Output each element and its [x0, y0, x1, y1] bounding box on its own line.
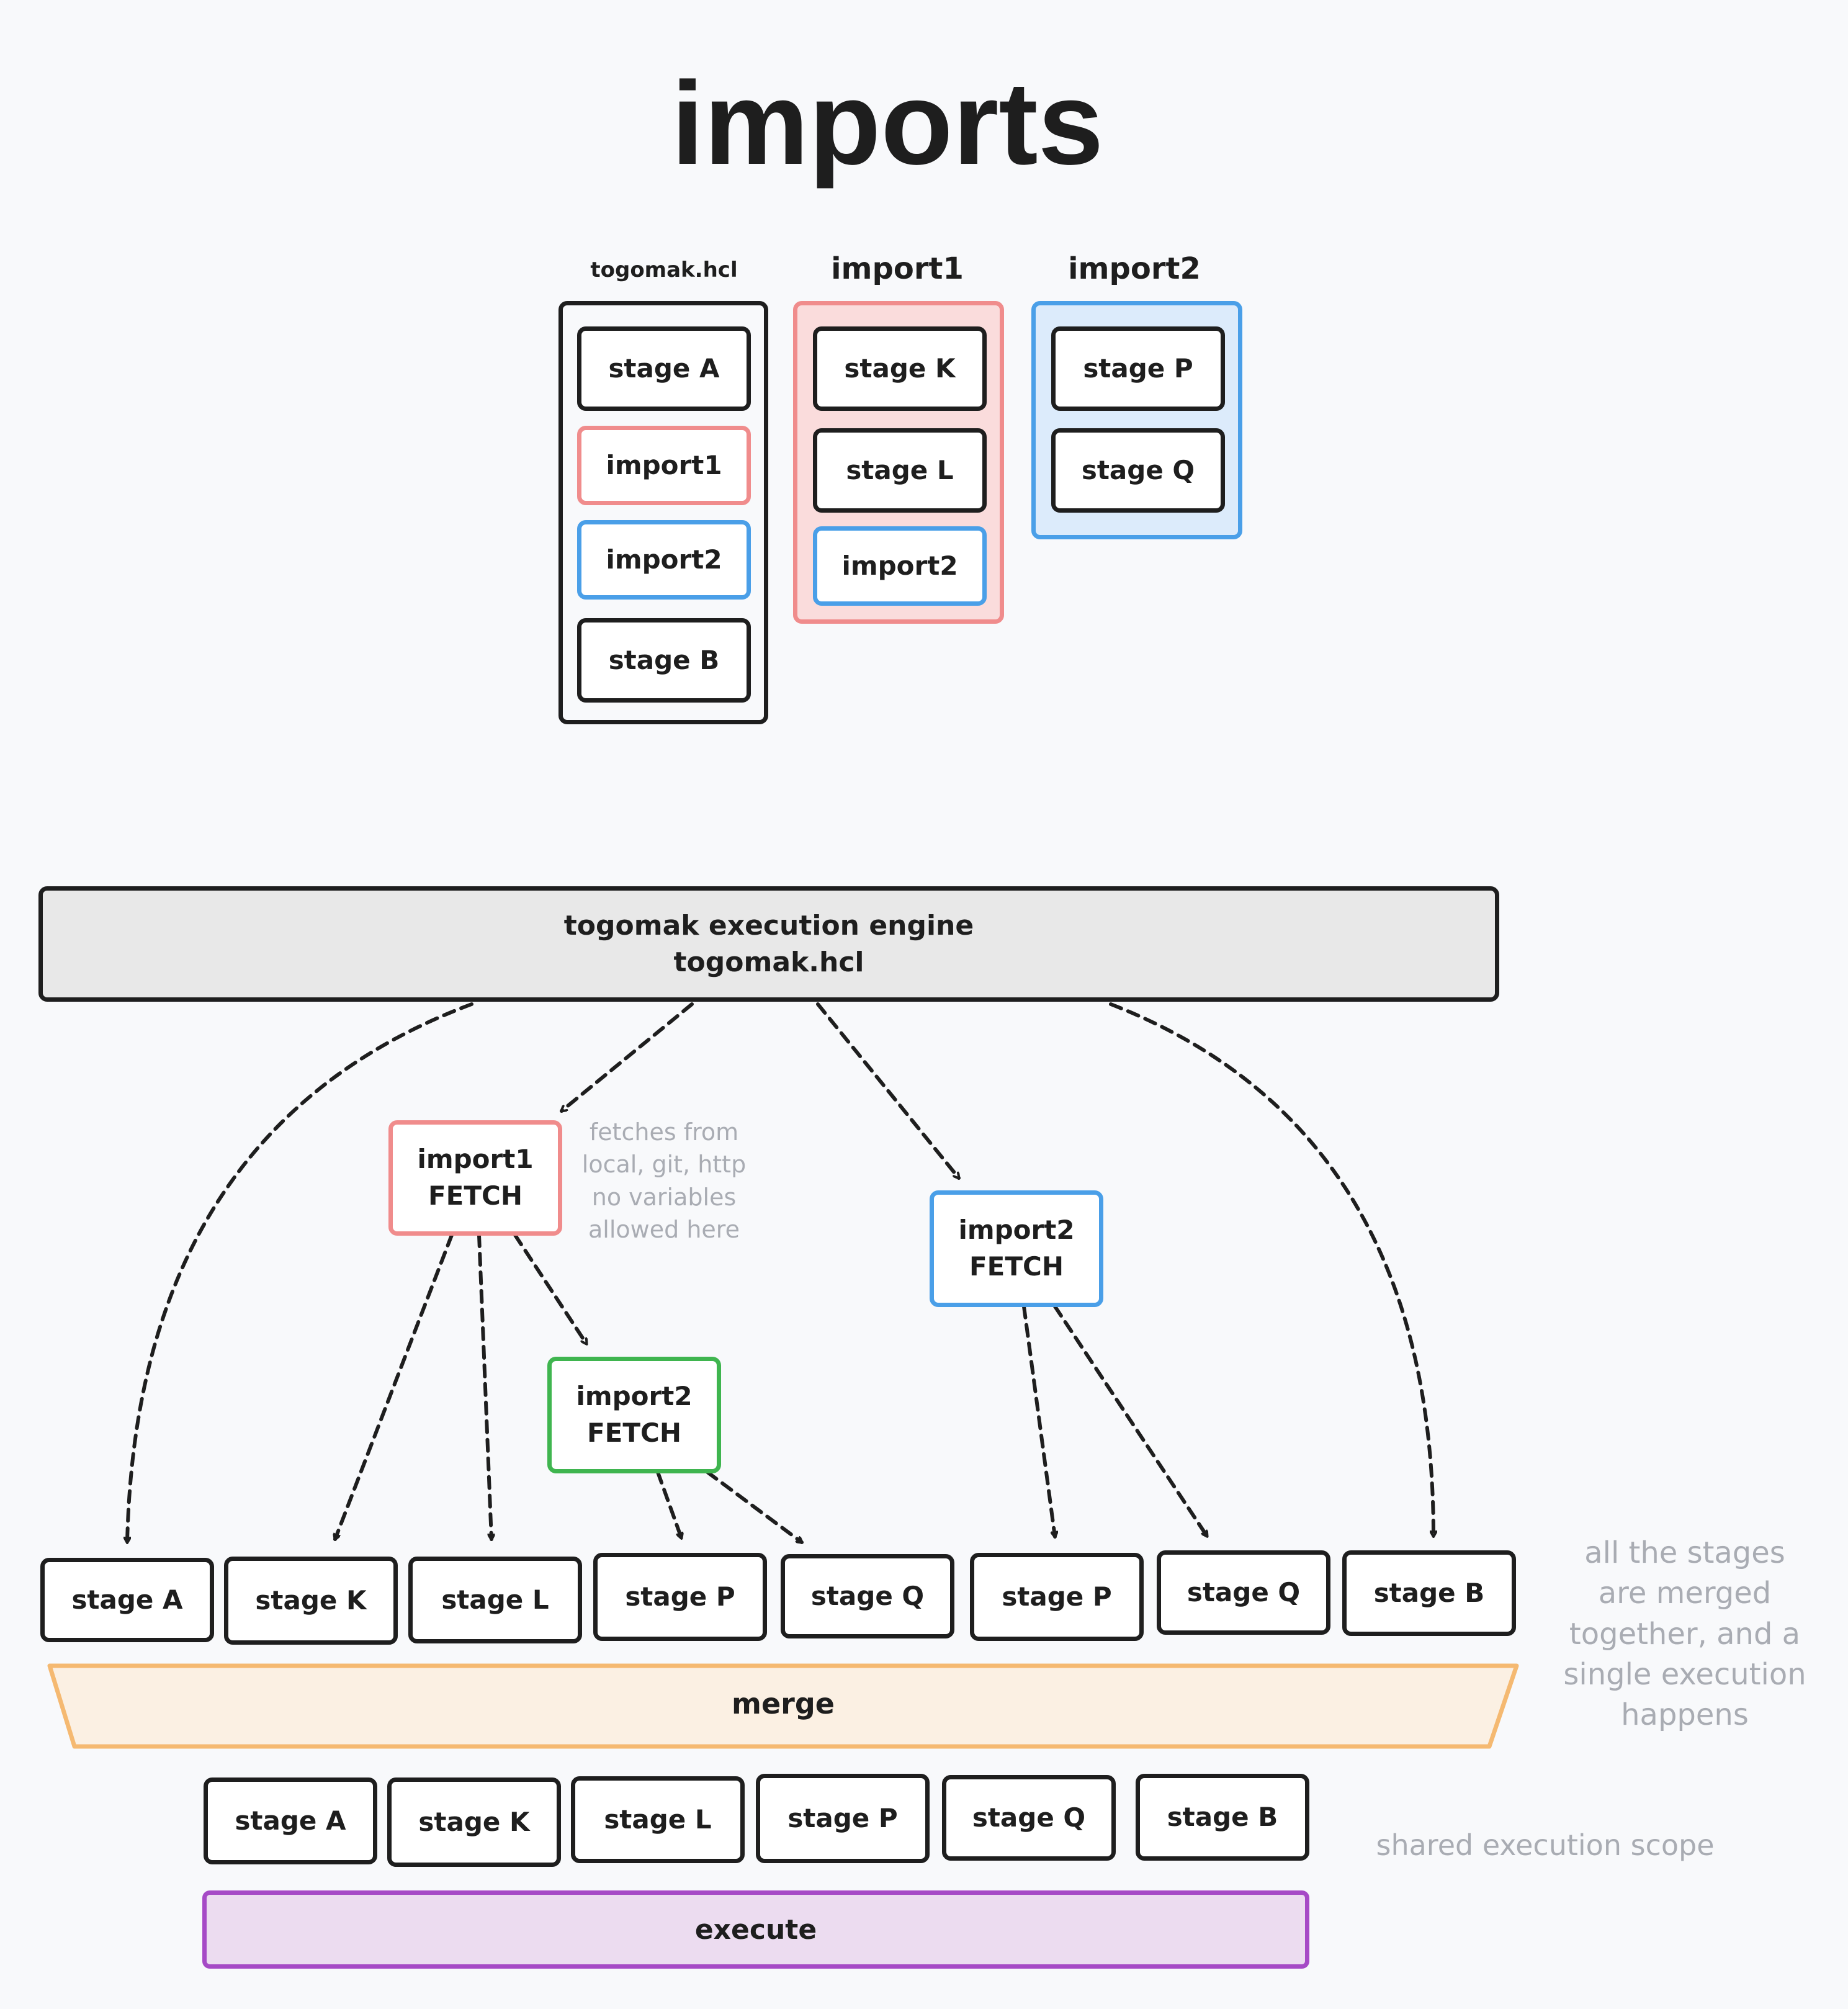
togomak-stage-a: stage A [577, 326, 751, 411]
engine-title: togomak execution engine [563, 909, 974, 942]
merged-stage-l: stage L [571, 1776, 745, 1863]
import2-stage-p: stage P [1051, 326, 1225, 411]
fetched-stage-b: stage B [1342, 1550, 1516, 1636]
fetched-stage-l: stage L [408, 1557, 582, 1643]
fetched-stage-p-nested: stage P [593, 1553, 767, 1641]
execute-label: execute [694, 1913, 817, 1946]
togomak-import1: import1 [577, 426, 751, 505]
execute-bar: execute [202, 1890, 1309, 1969]
merge-note: all the stages are merged together, and … [1563, 1535, 1806, 1733]
merged-stage-k: stage K [387, 1778, 561, 1867]
togomak-stage-b: stage B [577, 618, 751, 703]
arrow-nested-import2-to-stage-q [706, 1470, 804, 1544]
merged-stage-q: stage Q [942, 1775, 1116, 1861]
file-label-togomak: togomak.hcl [590, 258, 738, 282]
file-label-import1: import1 [831, 251, 964, 286]
import1-fetch-node: import1 FETCH [388, 1120, 562, 1236]
scope-note: shared execution scope [1376, 1828, 1715, 1862]
import1-stage-l: stage L [813, 428, 987, 513]
arrow-import1-to-stage-k [335, 1233, 454, 1541]
arrow-import1-to-nested-import2 [513, 1233, 588, 1346]
arrow-engine-to-import1-fetch [560, 1002, 694, 1113]
import2-stage-q: stage Q [1051, 428, 1225, 513]
merged-stage-b: stage B [1136, 1774, 1309, 1861]
file-label-import2: import2 [1068, 251, 1201, 286]
arrow-nested-import2-to-stage-p [656, 1470, 681, 1540]
import2-fetch-node: import2 FETCH [930, 1190, 1103, 1307]
import1-stage-k: stage K [813, 326, 987, 411]
fetch-note: fetches from local, git, http no variabl… [581, 1118, 747, 1244]
fetched-stage-q-nested: stage Q [781, 1554, 954, 1638]
arrow-engine-to-import2-fetch [816, 1002, 961, 1180]
arrow-engine-to-stage-a [127, 1002, 473, 1544]
arrow-import2-to-stage-p [1022, 1305, 1055, 1539]
execution-engine: togomak execution engine togomak.hcl [38, 886, 1499, 1002]
togomak-file-frame [558, 301, 768, 724]
togomak-import2: import2 [577, 520, 751, 600]
fetched-stage-q: stage Q [1157, 1550, 1330, 1635]
engine-file: togomak.hcl [673, 946, 864, 978]
merge-label: merge [732, 1687, 835, 1720]
nested-import2-fetch-node: import2 FETCH [547, 1357, 721, 1473]
fetched-stage-a: stage A [40, 1558, 214, 1642]
arrow-engine-to-stage-b [1109, 1002, 1433, 1538]
fetched-stage-p: stage P [970, 1553, 1144, 1641]
arrow-import2-to-stage-q [1053, 1305, 1209, 1538]
merged-stage-a: stage A [204, 1778, 377, 1864]
page-title: imports [671, 58, 1104, 189]
merge-shape [47, 1663, 1519, 1749]
merged-stage-p: stage P [756, 1774, 930, 1863]
arrow-import1-to-stage-l [477, 1233, 491, 1541]
fetched-stage-k: stage K [224, 1557, 398, 1645]
import1-import2: import2 [813, 526, 987, 606]
